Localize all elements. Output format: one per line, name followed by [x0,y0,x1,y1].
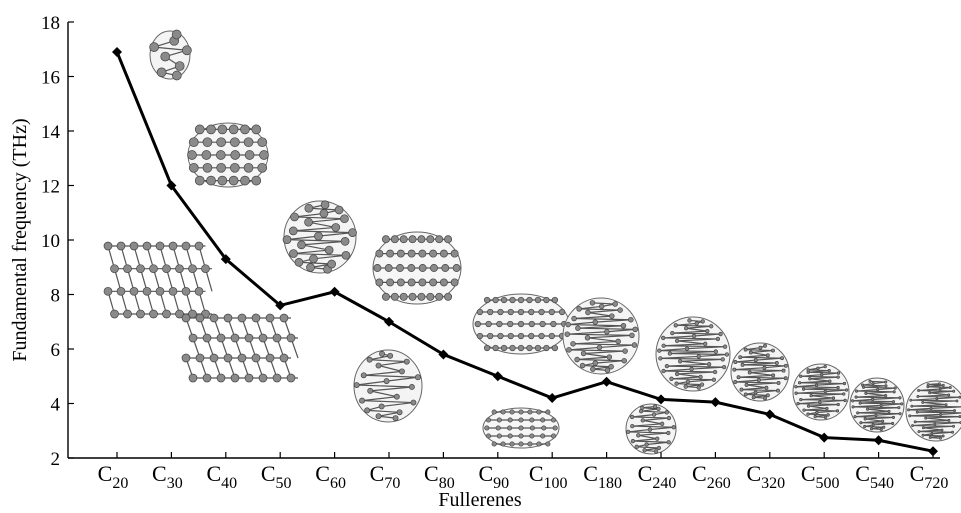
x-tick-label: C100 [529,461,568,492]
x-tick-label: C240 [638,461,677,492]
data-point [764,409,775,420]
data-point [220,254,231,265]
molecule-c260-icon [655,316,731,392]
data-point [112,46,122,57]
molecule-c240-icon [625,403,677,455]
series [112,46,938,457]
data-point [492,371,503,382]
y-tick-label: 14 [41,122,61,143]
data-point [656,394,666,405]
molecule-c40-icon [103,241,213,319]
data-point [438,349,449,360]
molecule-c540-icon [849,377,905,433]
x-tick-label: C40 [206,461,237,492]
x-tick-label: C540 [855,461,894,492]
molecule-c50-icon [181,313,299,383]
x-tick-label: C20 [98,461,129,492]
data-point [384,316,394,327]
molecule-illustrations [103,29,961,455]
y-tick-label: 10 [41,231,60,252]
molecule-c500-icon [792,363,850,421]
data-point [928,446,938,457]
y-tick-label: 16 [41,68,60,89]
y-axis-title: Fundamental frequency (THz) [9,118,31,361]
data-point [710,397,721,408]
molecule-c60-icon [282,200,357,274]
y-tick-label: 12 [41,177,60,198]
data-point [275,300,286,311]
y-tick-label: 6 [51,340,61,361]
y-tick-label: 8 [51,286,61,307]
molecule-c180-icon [562,297,640,375]
y-ticks: 2 4 6 8 10 12 14 16 18 [41,13,74,470]
x-tick-label: C500 [801,461,840,492]
x-tick-label: C30 [152,461,183,492]
y-tick-label: 18 [41,13,60,34]
x-tick-label: C180 [583,461,622,492]
molecule-c720-icon [905,380,961,442]
molecule-c30-icon [187,122,269,188]
x-tick-label: C320 [746,461,785,492]
molecule-c90-icon [472,293,570,355]
x-ticks: C20 C30 C40 C50 C60 C70 C80 C90 C100 C180 C240 C260… [98,452,949,492]
x-tick-label: C90 [478,461,509,492]
x-tick-label: C60 [315,461,346,492]
data-point [547,393,558,404]
x-tick-label: C70 [370,461,401,492]
x-axis-title: Fullerenes [438,489,522,511]
molecule-c100-icon [482,407,560,449]
data-point [329,286,340,297]
x-tick-label: C50 [261,461,292,492]
x-tick-label: C720 [910,461,949,492]
data-point [819,432,830,443]
molecule-c80-icon [372,231,462,305]
data-point [873,435,884,446]
molecule-c20-icon [149,29,192,81]
molecule-c320-icon [730,342,790,402]
y-tick-label: 4 [51,395,61,416]
series-line [115,51,934,453]
x-tick-label: C260 [692,461,731,492]
x-tick-label: C80 [424,461,455,492]
data-point [166,180,177,191]
molecule-c70-icon [353,349,423,423]
data-point [601,376,612,387]
y-tick-label: 2 [51,449,61,470]
